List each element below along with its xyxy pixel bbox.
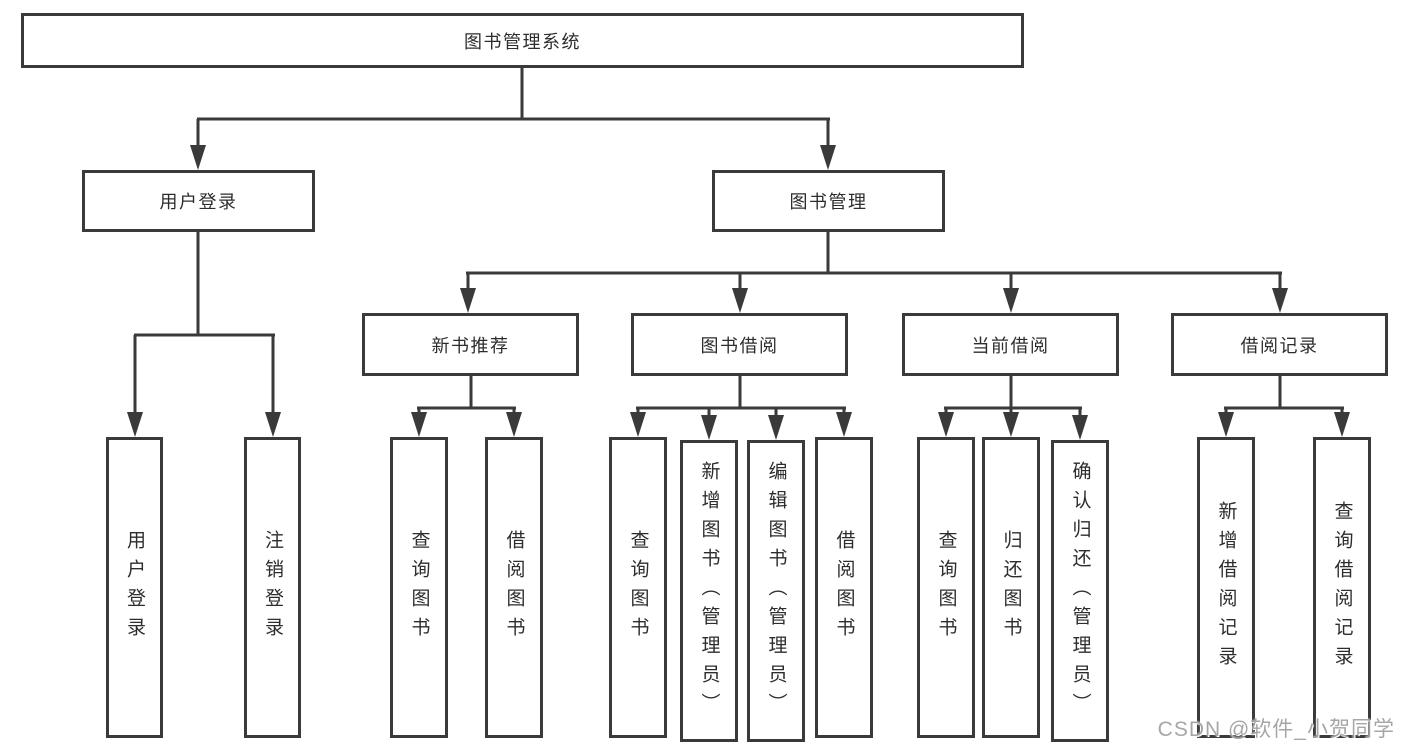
- node-borrow-query-books: 查询图书: [609, 437, 667, 738]
- node-newrec-query-books: 查询图书: [390, 437, 448, 738]
- node-borrow-borrow-books: 借阅图书: [815, 437, 873, 738]
- node-newrec-borrow-books: 借阅图书: [485, 437, 543, 738]
- node-user-login: 用户登录: [106, 437, 163, 738]
- node-current-borrow: 当前借阅: [902, 313, 1119, 376]
- node-logout: 注销登录: [244, 437, 301, 738]
- node-borrow-records: 借阅记录: [1171, 313, 1388, 376]
- csdn-watermark: CSDN @软件_小贺同学: [1157, 718, 1395, 741]
- node-edit-books-admin: 编辑图书（管理员）: [747, 440, 805, 742]
- node-current-query-books: 查询图书: [917, 437, 975, 738]
- node-confirm-return-admin: 确认归还（管理员）: [1051, 440, 1109, 742]
- node-new-book-recommend: 新书推荐: [362, 313, 579, 376]
- node-add-borrow-record: 新增借阅记录: [1197, 437, 1255, 738]
- node-add-books-admin: 新增图书（管理员）: [680, 440, 738, 742]
- node-book-borrow: 图书借阅: [631, 313, 848, 376]
- node-book-management: 图书管理: [712, 170, 945, 232]
- node-user-login-branch: 用户登录: [82, 170, 315, 232]
- node-return-books: 归还图书: [982, 437, 1040, 738]
- node-root: 图书管理系统: [21, 13, 1024, 68]
- node-query-borrow-record: 查询借阅记录: [1313, 437, 1371, 738]
